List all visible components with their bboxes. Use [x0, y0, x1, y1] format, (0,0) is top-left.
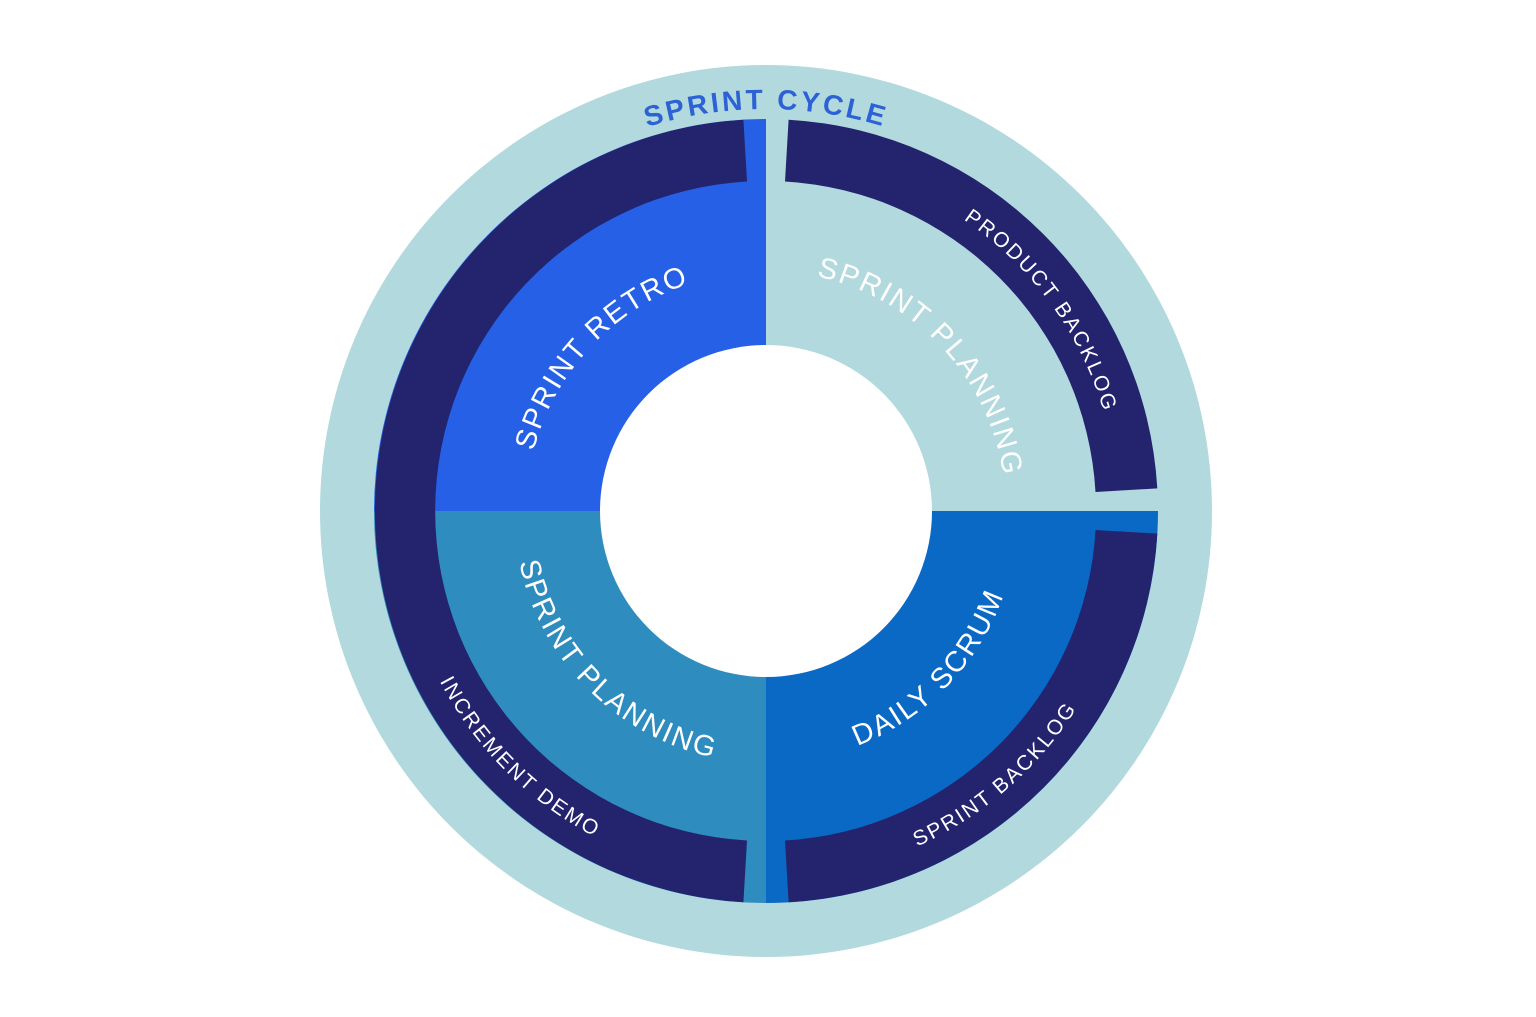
center-hole — [600, 345, 932, 677]
ring-arc-left — [374, 119, 747, 903]
ring-arc-sprint-backlog — [785, 530, 1158, 903]
ring-arc-product-backlog — [785, 119, 1158, 492]
